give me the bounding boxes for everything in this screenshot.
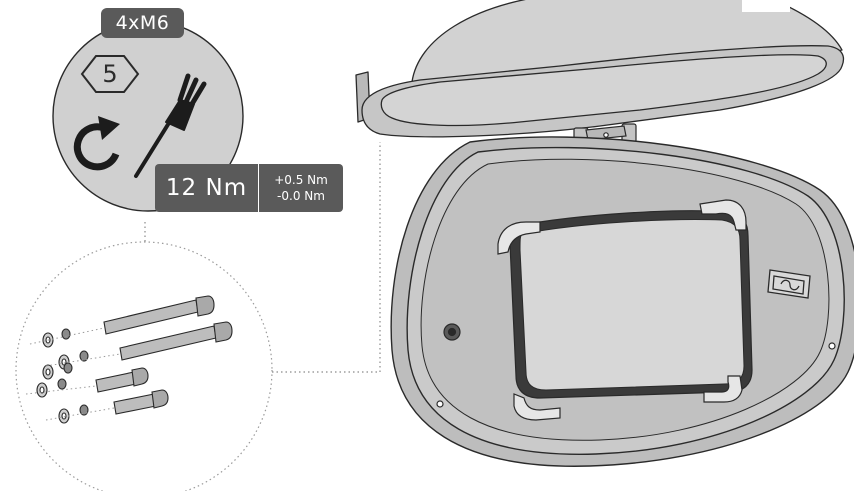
assembly-guides <box>25 327 121 421</box>
torque-value: 12 Nm <box>155 164 258 212</box>
hex-key-size: 5 <box>102 60 118 88</box>
clockwise-arrow-icon <box>73 116 120 171</box>
bolt-quantity-label: 4xM6 <box>101 8 184 38</box>
lamp-lens <box>509 210 753 399</box>
hex-key-icon <box>80 55 140 93</box>
manufacturer-logo-icon <box>767 269 811 299</box>
lamp-hood <box>355 0 845 138</box>
hardware-detail <box>15 241 273 491</box>
washers-nuts <box>36 328 89 424</box>
torque-wrench-icon <box>134 73 207 178</box>
bolts <box>95 295 233 415</box>
tolerance-minus: -0.0 Nm <box>277 189 325 203</box>
tolerance-plus: +0.5 Nm <box>274 173 328 187</box>
housing-screws <box>436 323 836 408</box>
lens-clips <box>497 199 747 421</box>
torque-tolerance: +0.5 Nm -0.0 Nm <box>259 164 343 212</box>
